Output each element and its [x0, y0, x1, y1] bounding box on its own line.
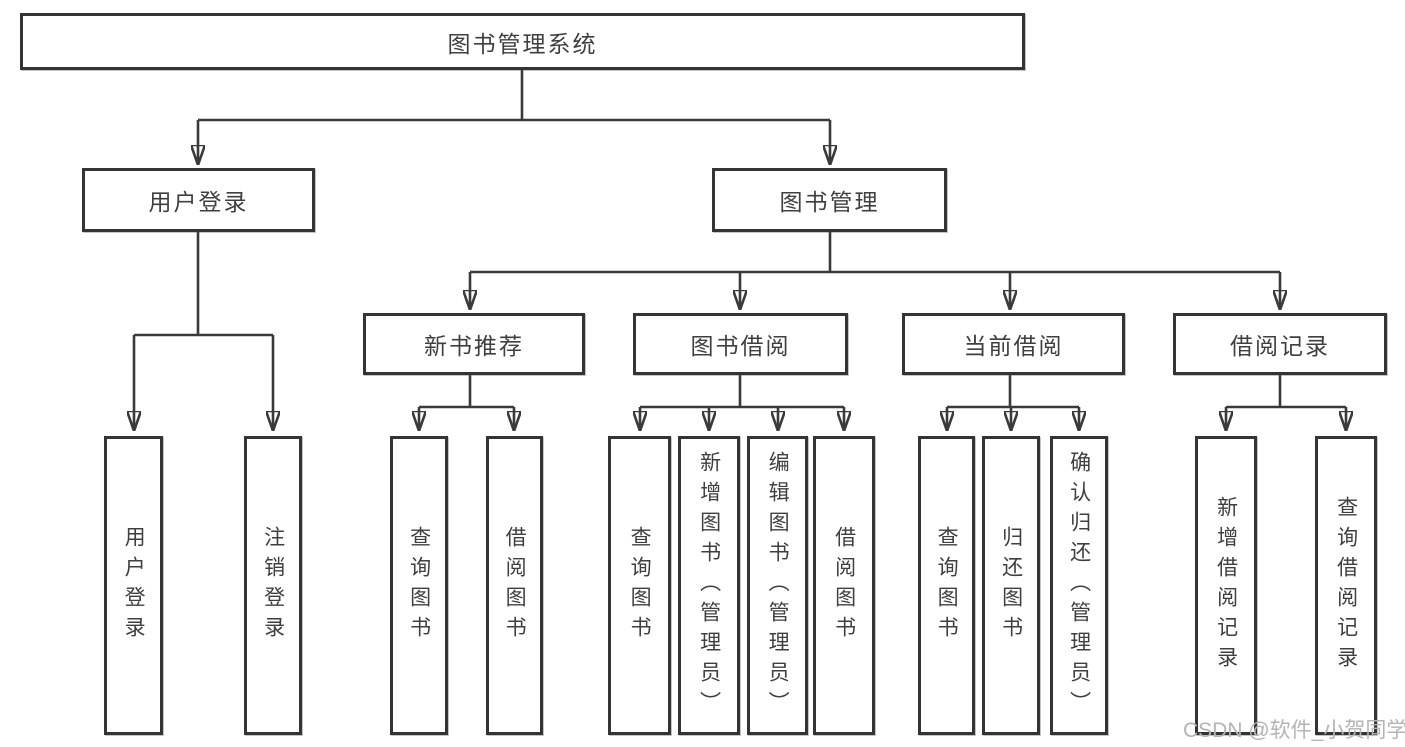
leaf-user-login-label: 用户登录	[122, 525, 146, 646]
leaf-cb-query-books-label: 查询图书	[935, 525, 959, 646]
leaf-br-add-record: 新增借阅记录	[1195, 436, 1257, 735]
leaf-cb-query-books: 查询图书	[918, 436, 975, 735]
node-new-books-label: 新书推荐	[424, 333, 524, 359]
leaf-nb-borrow-books: 借阅图书	[486, 436, 543, 735]
leaf-br-query-record-label: 查询借阅记录	[1334, 495, 1358, 676]
node-user-login-label: 用户登录	[148, 189, 249, 215]
node-root: 图书管理系统	[20, 13, 1025, 70]
node-user-login: 用户登录	[82, 168, 315, 232]
leaf-bb-query-books: 查询图书	[608, 436, 671, 735]
leaf-bb-edit-books: 编辑图书（管理员）	[747, 436, 808, 735]
leaf-user-login: 用户登录	[104, 436, 163, 735]
node-root-label: 图书管理系统	[447, 30, 598, 57]
leaf-logout-label: 注销登录	[261, 525, 285, 646]
leaf-bb-borrow-books: 借阅图书	[813, 436, 875, 735]
node-borrow-records: 借阅记录	[1173, 313, 1387, 375]
node-current-borrow: 当前借阅	[902, 313, 1125, 375]
leaf-cb-return-books-label: 归还图书	[999, 525, 1023, 646]
node-book-management-label: 图书管理	[779, 189, 880, 215]
node-book-borrow-label: 图书借阅	[690, 333, 791, 359]
leaf-bb-add-books: 新增图书（管理员）	[678, 436, 740, 735]
leaf-cb-confirm-return-label: 确认归还（管理员）	[1067, 450, 1091, 721]
node-borrow-records-label: 借阅记录	[1230, 333, 1330, 359]
tree-lines	[134, 70, 1346, 409]
leaf-logout: 注销登录	[244, 436, 302, 735]
leaf-bb-query-books-label: 查询图书	[628, 525, 652, 646]
node-book-management: 图书管理	[712, 168, 947, 232]
leaf-br-add-record-label: 新增借阅记录	[1214, 495, 1238, 676]
node-book-borrow: 图书借阅	[633, 313, 848, 375]
node-new-books: 新书推荐	[363, 313, 585, 375]
leaf-bb-borrow-books-label: 借阅图书	[832, 525, 856, 646]
leaf-cb-return-books: 归还图书	[982, 436, 1040, 735]
tree-arrows	[134, 120, 1346, 431]
leaf-nb-query-books-label: 查询图书	[407, 525, 431, 646]
leaf-cb-confirm-return: 确认归还（管理员）	[1050, 436, 1108, 735]
leaf-br-query-record: 查询借阅记录	[1315, 436, 1377, 735]
leaf-bb-add-books-label: 新增图书（管理员）	[697, 450, 721, 721]
leaf-bb-edit-books-label: 编辑图书（管理员）	[766, 450, 790, 721]
leaf-nb-query-books: 查询图书	[390, 436, 448, 735]
leaf-nb-borrow-books-label: 借阅图书	[503, 525, 527, 646]
csdn-watermark: CSDN @软件_小贺同学	[1183, 719, 1405, 742]
node-current-borrow-label: 当前借阅	[963, 333, 1064, 359]
